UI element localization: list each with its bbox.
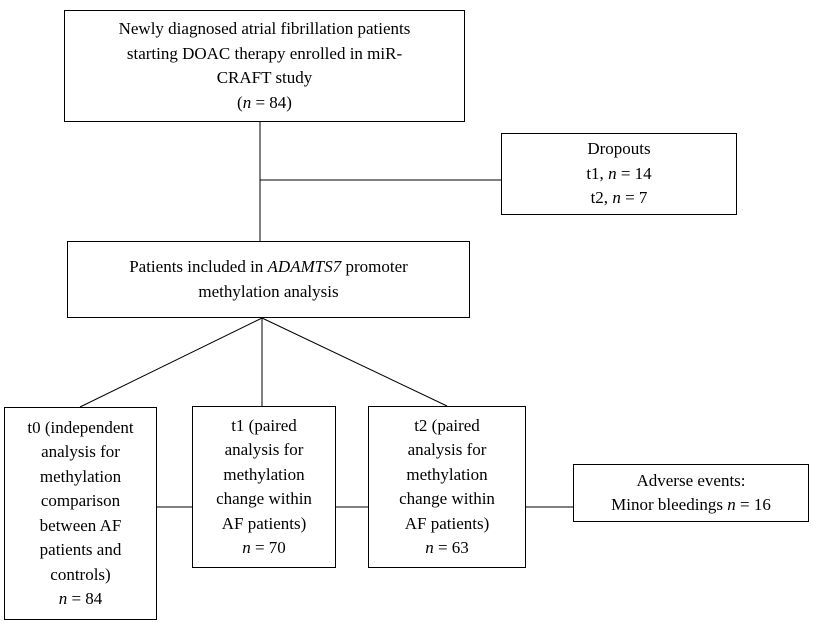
t2-line-4: change within (399, 489, 495, 508)
t2-line-3: methylation (406, 464, 488, 484)
t0-line-6: patients and (39, 540, 122, 559)
included-patients-box: Patients included in ADAMTS7 promoter me… (67, 241, 470, 318)
dropouts-t1-prefix: t1, (586, 163, 609, 183)
t0-count: n = 84 (59, 587, 103, 612)
enrolled-n-value: = 84) (251, 92, 292, 112)
included-line-1: Patients included in ADAMTS7 promoter (129, 255, 408, 280)
t0-line-7: controls) (50, 564, 111, 584)
adverse-n-label: n (727, 495, 736, 514)
included-suffix: promoter (341, 257, 408, 276)
t1-line-4: change within (216, 489, 312, 508)
adverse-n-value: = 16 (735, 495, 771, 514)
t2-n-label: n (425, 538, 434, 557)
enrolled-line-2: starting DOAC therapy enrolled in miR- (126, 43, 403, 63)
t1-count: n = 70 (242, 536, 286, 561)
dropouts-t1: t1, n = 14 (586, 162, 651, 187)
t2-line-2: analysis for (407, 440, 487, 459)
enrolled-line-1: Newly diagnosed atrial fibrillation pati… (118, 19, 411, 38)
t0-analysis-box: t0 (independent analysis for methylation… (4, 407, 157, 620)
dropouts-title: Dropouts (587, 139, 651, 159)
t2-line-5: AF patients) (404, 513, 490, 533)
adverse-line-2: Minor bleedings n = 16 (611, 493, 771, 518)
t0-line-1: t0 (independent (27, 417, 134, 437)
t0-line-4: comparison (40, 491, 121, 510)
adverse-title: Adverse events: (636, 470, 746, 490)
enrolled-count: (n = 84) (237, 92, 292, 112)
t1-n-label: n (242, 538, 251, 557)
enrolled-n-label: n (242, 92, 252, 112)
enrolled-patients-box: Newly diagnosed atrial fibrillation pati… (64, 10, 465, 122)
t1-line-2: analysis for (224, 440, 304, 459)
adverse-prefix: Minor bleedings (611, 495, 728, 514)
dropouts-t2-n-label: n (612, 188, 621, 208)
connector-included-to-t2 (261, 317, 448, 407)
dropouts-t1-value: = 14 (616, 163, 652, 183)
t2-n-value: = 63 (433, 538, 469, 557)
t1-line-5: AF patients) (221, 513, 307, 533)
connector-included-to-t0 (79, 317, 263, 408)
t0-line-3: methylation (39, 466, 122, 486)
t2-count: n = 63 (425, 536, 469, 561)
t2-line-1: t2 (paired (414, 415, 480, 435)
t1-line-1: t1 (paired (231, 415, 297, 435)
dropouts-t2-prefix: t2, (590, 188, 613, 208)
included-prefix: Patients included in (129, 257, 268, 276)
t0-line-5: between AF (39, 515, 122, 535)
adverse-events-box: Adverse events: Minor bleedings n = 16 (573, 464, 809, 522)
t0-n-label: n (58, 589, 68, 608)
enrolled-line-3: CRAFT study (216, 68, 313, 87)
included-line-2: methylation analysis (198, 281, 339, 301)
t1-line-3: methylation (223, 464, 305, 484)
t1-n-value: = 70 (250, 538, 286, 557)
t0-n-value: = 84 (67, 589, 103, 608)
dropouts-t2-value: = 7 (620, 188, 648, 208)
included-gene-name: ADAMTS7 (267, 257, 342, 276)
dropouts-box: Dropouts t1, n = 14 t2, n = 7 (501, 133, 737, 215)
t0-line-2: analysis for (41, 442, 120, 461)
dropouts-t2: t2, n = 7 (591, 186, 648, 211)
dropouts-t1-n-label: n (608, 163, 617, 183)
t1-analysis-box: t1 (paired analysis for methylation chan… (192, 406, 336, 568)
t2-analysis-box: t2 (paired analysis for methylation chan… (368, 406, 526, 568)
